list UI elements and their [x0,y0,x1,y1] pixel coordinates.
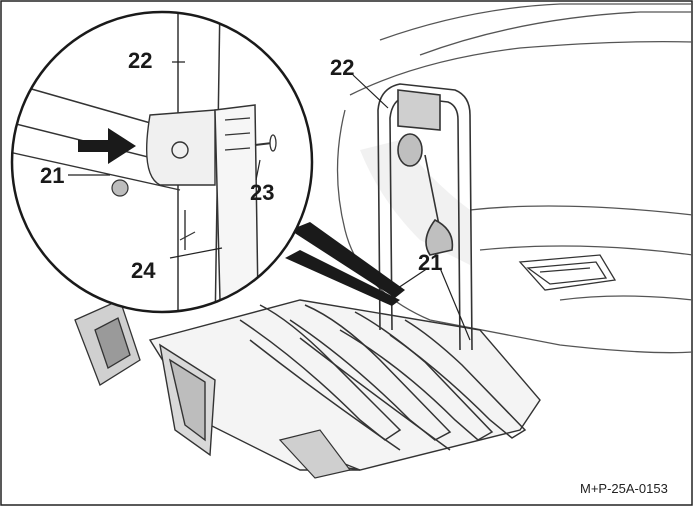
detail-connector [285,222,405,306]
car-body [336,3,693,354]
callout-22-detail: 22 [128,48,153,73]
callout-21-detail: 21 [40,163,65,188]
carrier-base [148,299,541,471]
detail-circle-border [10,10,314,314]
tail-light [518,254,617,291]
vertical-frame [377,83,473,351]
callout-21-main: 21 [418,250,443,275]
carrier-light-box [74,299,141,386]
figure-id: M+P-25A-0153 [580,481,668,496]
leader-lines-main [352,74,471,341]
carrier-foot [278,429,352,479]
callout-23: 23 [250,180,275,205]
callout-22-main: 22 [330,55,355,80]
callout-24: 24 [131,258,156,283]
detail-view [12,12,312,312]
wheel-rails [239,304,527,451]
